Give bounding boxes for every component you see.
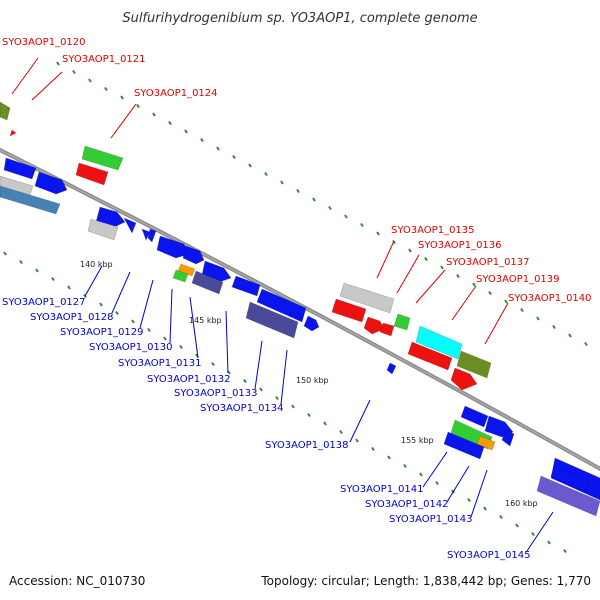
gene-label[interactable]: SYO3AOP1_0138 bbox=[265, 440, 349, 451]
gene-feature[interactable] bbox=[177, 263, 196, 277]
gene-feature[interactable] bbox=[393, 313, 411, 331]
gene-feature[interactable] bbox=[476, 435, 496, 451]
gene-feature[interactable] bbox=[0, 185, 61, 215]
gene-label[interactable]: SYO3AOP1_0129 bbox=[60, 327, 144, 338]
accession-text: Accession: NC_010730 bbox=[9, 574, 146, 588]
gene-feature[interactable] bbox=[407, 341, 453, 371]
gene-feature[interactable] bbox=[501, 429, 515, 447]
gene-label[interactable]: SYO3AOP1_0134 bbox=[200, 403, 284, 414]
gene-label[interactable]: SYO3AOP1_0139 bbox=[476, 274, 560, 285]
gene-label[interactable]: SYO3AOP1_0136 bbox=[418, 240, 502, 251]
gene-feature[interactable] bbox=[339, 282, 395, 314]
scale-label: 145 kbp bbox=[189, 316, 222, 325]
gene-label[interactable]: SYO3AOP1_0141 bbox=[340, 484, 424, 495]
gene-feature[interactable] bbox=[182, 245, 205, 265]
gene-feature[interactable] bbox=[245, 301, 299, 339]
gene-feature[interactable] bbox=[191, 270, 224, 295]
gene-label[interactable]: SYO3AOP1_0137 bbox=[446, 257, 530, 268]
scale-label: 160 kbp bbox=[505, 499, 538, 508]
gene-feature[interactable] bbox=[172, 269, 189, 283]
gene-feature[interactable] bbox=[331, 298, 367, 323]
gene-feature[interactable] bbox=[147, 228, 157, 243]
gene-feature[interactable] bbox=[456, 350, 492, 379]
gene-feature[interactable] bbox=[460, 405, 489, 428]
gene-label[interactable]: SYO3AOP1_0121 bbox=[62, 54, 146, 65]
gene-feature[interactable] bbox=[9, 129, 17, 137]
gene-label[interactable]: SYO3AOP1_0140 bbox=[508, 293, 592, 304]
genome-backbone bbox=[0, 147, 600, 472]
gene-feature[interactable] bbox=[81, 145, 124, 171]
gene-feature[interactable] bbox=[443, 431, 485, 460]
scale-labels: 140 kbp 145 kbp 150 kbp 155 kbp 160 kbp bbox=[80, 260, 538, 508]
gene-feature[interactable] bbox=[141, 228, 151, 241]
gene-features bbox=[0, 101, 600, 517]
gene-feature[interactable] bbox=[156, 235, 190, 259]
gene-label[interactable]: SYO3AOP1_0124 bbox=[134, 88, 218, 99]
gene-feature[interactable] bbox=[231, 275, 261, 297]
gene-feature[interactable] bbox=[450, 367, 478, 391]
gene-feature[interactable] bbox=[363, 316, 385, 335]
gene-feature[interactable] bbox=[303, 315, 320, 332]
gene-label[interactable]: SYO3AOP1_0135 bbox=[391, 225, 475, 236]
gene-feature[interactable] bbox=[550, 465, 591, 493]
gene-label[interactable]: SYO3AOP1_0142 bbox=[365, 499, 449, 510]
gene-feature[interactable] bbox=[386, 362, 397, 375]
gene-feature[interactable] bbox=[3, 157, 37, 180]
gene-feature[interactable] bbox=[75, 162, 109, 186]
scale-label: 155 kbp bbox=[401, 436, 434, 445]
scale-label: 150 kbp bbox=[296, 376, 329, 385]
gene-feature[interactable] bbox=[256, 288, 307, 323]
gene-label[interactable]: SYO3AOP1_0133 bbox=[174, 388, 258, 399]
forward-gene-labels: SYO3AOP1_0120 SYO3AOP1_0121 SYO3AOP1_012… bbox=[2, 37, 592, 304]
gene-label[interactable]: SYO3AOP1_0128 bbox=[30, 312, 114, 323]
gene-label[interactable]: SYO3AOP1_0132 bbox=[147, 374, 231, 385]
gene-feature[interactable] bbox=[123, 217, 137, 234]
label-leaders bbox=[11, 57, 554, 552]
gene-label[interactable]: SYO3AOP1_0143 bbox=[389, 514, 473, 525]
gene-feature[interactable] bbox=[379, 322, 395, 337]
reverse-gene-labels: SYO3AOP1_0127 SYO3AOP1_0128 SYO3AOP1_012… bbox=[2, 297, 531, 561]
gene-label[interactable]: SYO3AOP1_0145 bbox=[447, 550, 531, 561]
gene-feature[interactable] bbox=[34, 171, 68, 195]
gene-label[interactable]: SYO3AOP1_0127 bbox=[2, 297, 86, 308]
topology-text: Topology: circular; Length: 1,838,442 bp… bbox=[261, 574, 591, 588]
gene-feature[interactable] bbox=[0, 101, 11, 121]
gene-label[interactable]: SYO3AOP1_0131 bbox=[118, 358, 202, 369]
gene-label[interactable]: SYO3AOP1_0120 bbox=[2, 37, 86, 48]
gene-feature[interactable] bbox=[87, 218, 119, 241]
gene-feature[interactable] bbox=[536, 475, 600, 517]
gene-feature[interactable] bbox=[415, 325, 463, 360]
gene-label[interactable]: SYO3AOP1_0130 bbox=[89, 342, 173, 353]
map-title: Sulfurihydrogenibium sp. YO3AOP1, comple… bbox=[122, 11, 477, 26]
scale-label: 140 kbp bbox=[80, 260, 113, 269]
